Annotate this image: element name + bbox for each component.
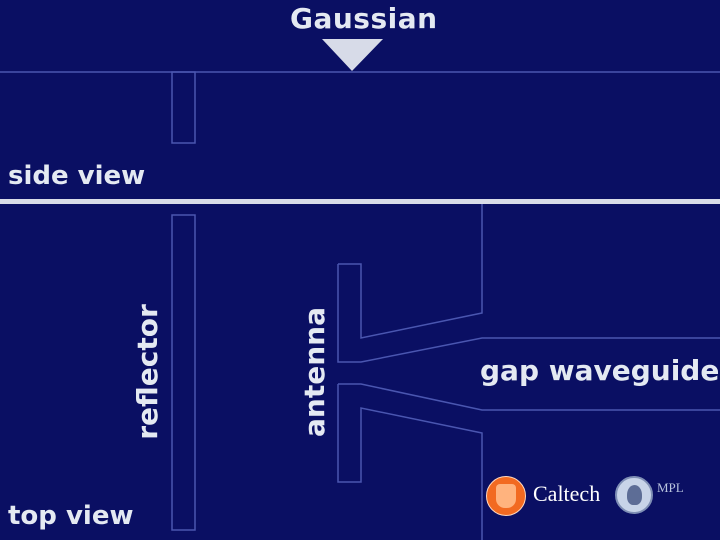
gap-waveguide-label: gap waveguide [480,354,720,387]
mpl-seal-head [627,485,642,505]
caltech-seal-icon [486,476,526,516]
top-view-reflector [171,214,196,531]
caltech-logo-text: Caltech [533,481,601,506]
caltech-seal-figure [496,484,516,508]
side-view-label: side view [8,161,146,191]
top-view-label: top view [8,501,134,531]
antenna-upper-arm [338,204,483,339]
antenna-feed-upper [337,264,720,363]
antenna-lower-arm [337,384,483,540]
mpl-seal-icon [615,476,653,514]
gaussian-arrow-icon [322,39,383,71]
gaussian-label: Gaussian [290,2,438,35]
antenna-label: antenna [298,307,331,437]
antenna-feed-lower [338,383,720,411]
mpl-logo-text: MPL [657,480,684,495]
side-view-reflector [171,71,196,144]
reflector-label: reflector [131,304,164,440]
view-divider [0,199,720,204]
